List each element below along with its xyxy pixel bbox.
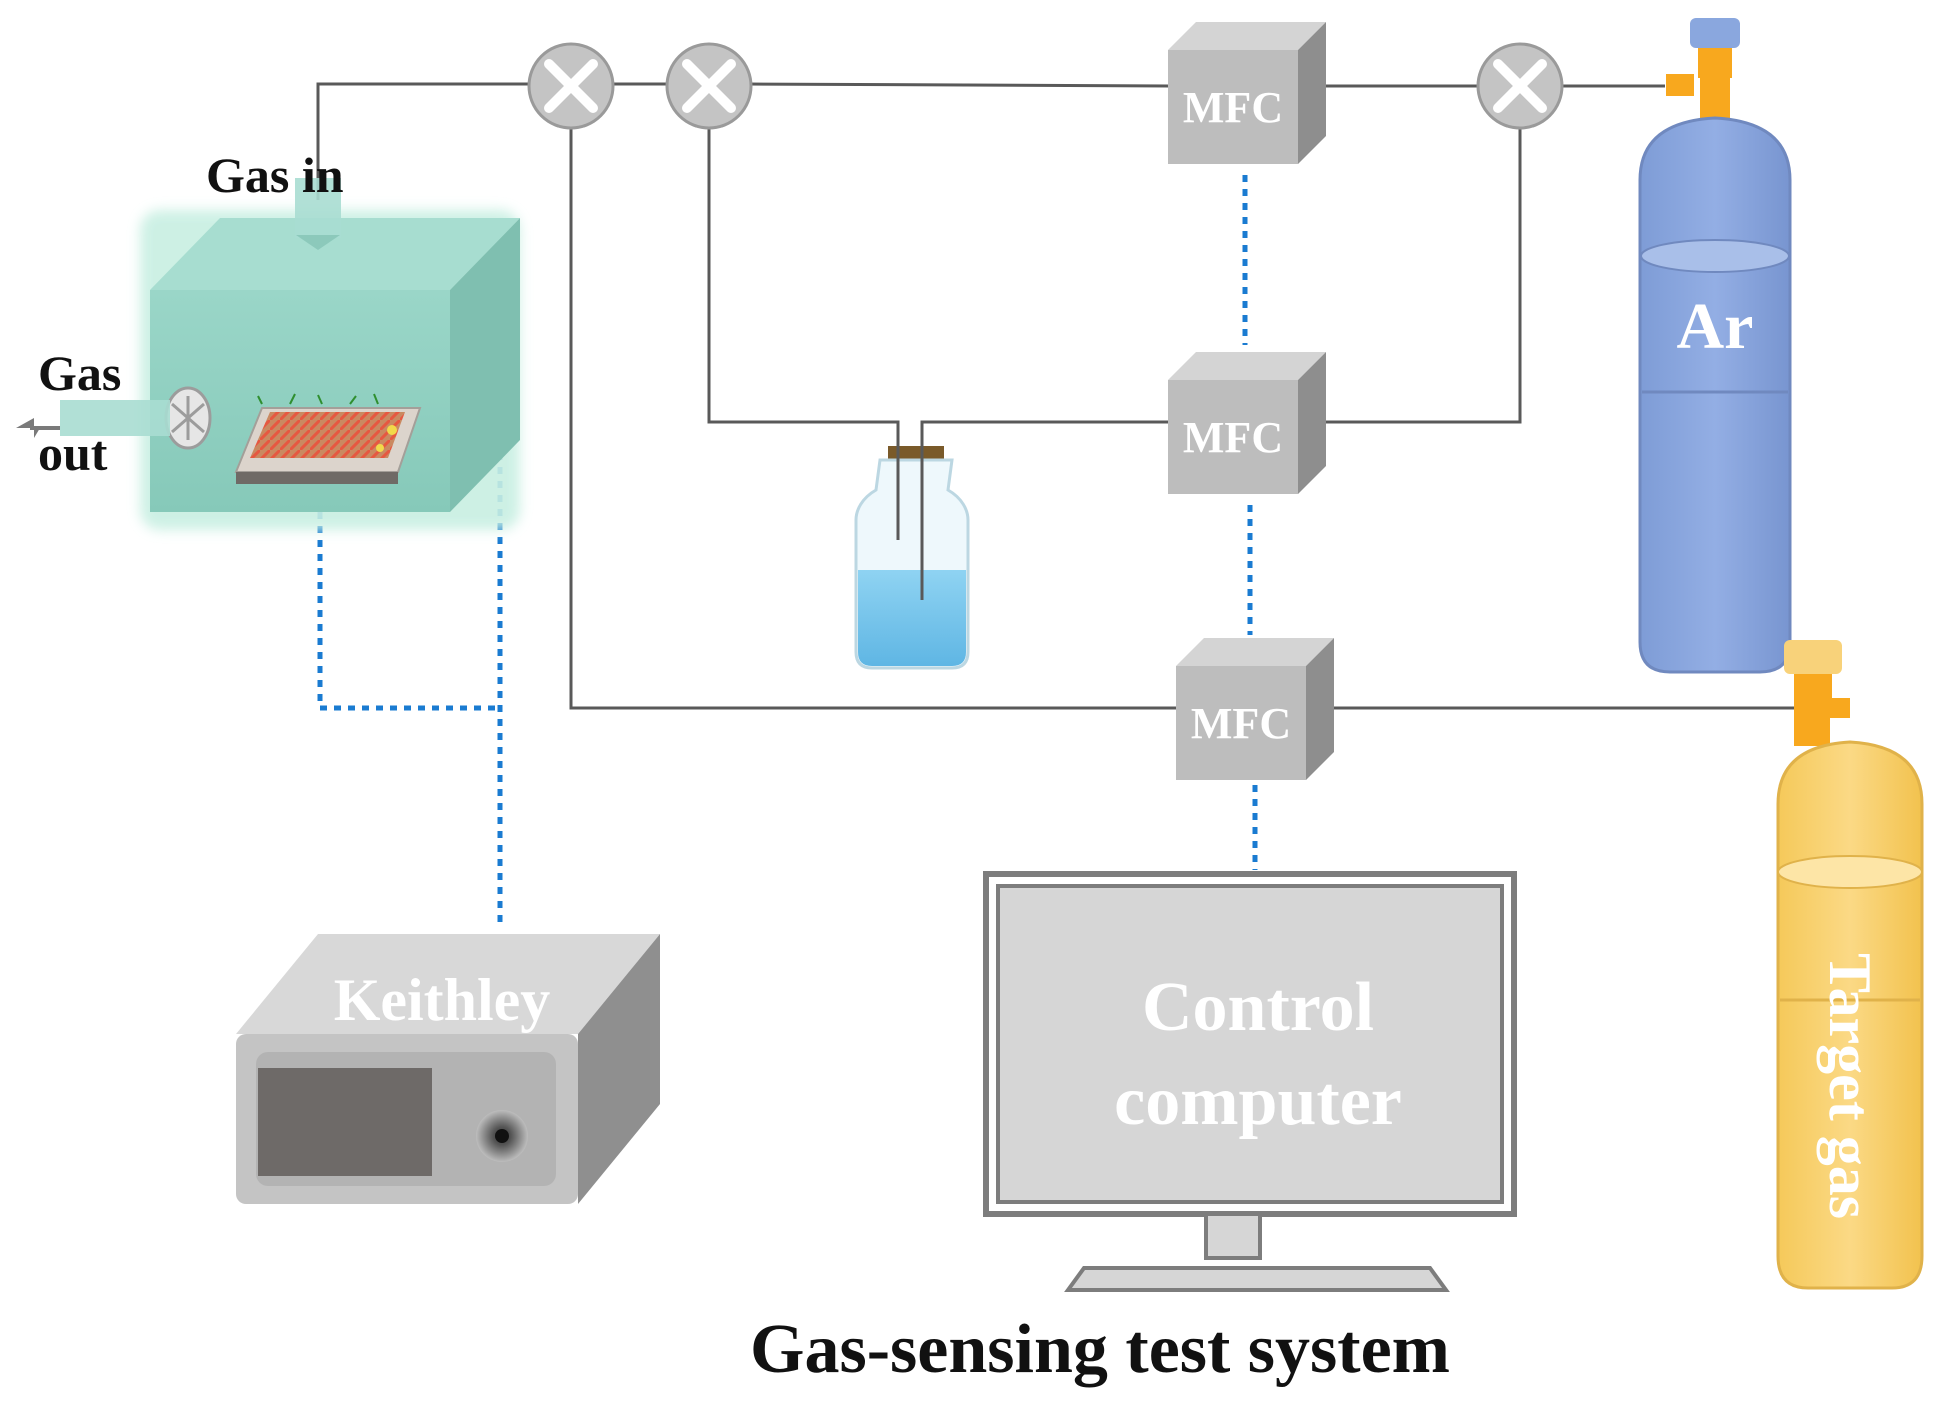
mfc-middle-label: MFC [1183, 413, 1283, 462]
valve-cross-icon [544, 59, 598, 113]
computer-label-line1: Control [1142, 969, 1374, 1046]
valve-1[interactable] [527, 42, 615, 130]
mfc-top: MFC [1168, 22, 1326, 164]
target-gas-cylinder: Target gas [1776, 640, 1924, 1290]
valve-3[interactable] [1476, 42, 1564, 130]
mfc-middle: MFC [1168, 352, 1326, 494]
diagram-caption: Gas-sensing test system [750, 1311, 1450, 1388]
argon-label: Ar [1677, 290, 1754, 363]
valve-cross-icon [682, 59, 736, 113]
keithley-meter: Keithley [236, 934, 660, 1204]
fan-icon [164, 386, 212, 450]
keithley-label: Keithley [334, 967, 551, 1033]
sensor-chip-icon [234, 393, 422, 484]
argon-cylinder: Ar [1638, 18, 1792, 674]
gas-in-label: Gas in [206, 147, 344, 203]
mfc-top-label: MFC [1183, 83, 1283, 132]
valve-2[interactable] [665, 42, 753, 130]
computer-label-line2: computer [1114, 1063, 1402, 1140]
bubbler-bottle [854, 440, 970, 670]
gas-out-label-line1: Gas [38, 345, 121, 401]
gas-pipe-network [316, 82, 1822, 710]
mfc-bottom: MFC [1176, 638, 1334, 780]
test-chamber: Gas in Gas out [16, 147, 520, 530]
control-computer: Control computer [983, 871, 1517, 1292]
mfc-bottom-label: MFC [1191, 699, 1291, 748]
target-gas-label: Target gas [1817, 953, 1883, 1219]
valve-cross-icon [1493, 59, 1547, 113]
gas-out-label-line2: out [38, 425, 108, 481]
